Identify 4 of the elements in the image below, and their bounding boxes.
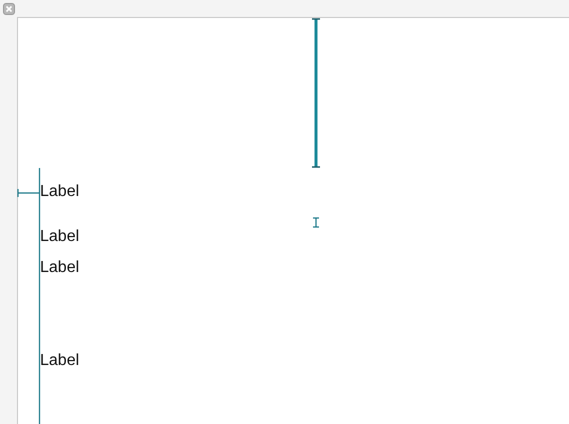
text-label: Label <box>40 258 80 278</box>
text-label: Label <box>40 351 80 371</box>
text-label: Label <box>40 227 80 247</box>
text-label: Label <box>40 182 80 202</box>
